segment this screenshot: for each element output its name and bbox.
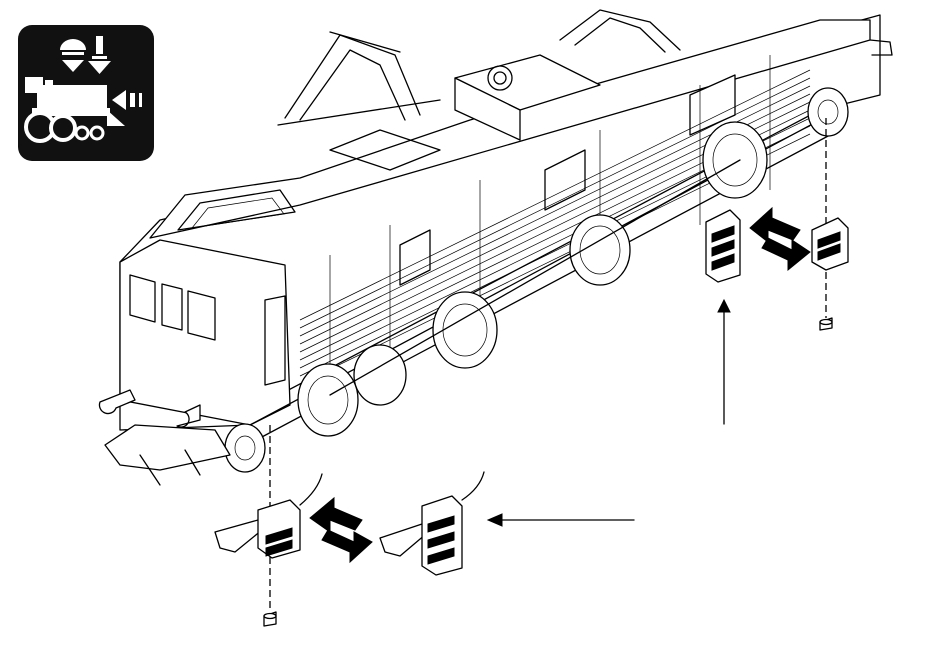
swap-arrows-upper — [750, 208, 810, 270]
pointer-arrow-up — [718, 300, 730, 424]
rear-step-replacement — [706, 210, 740, 282]
swap-arrows-lower — [310, 498, 372, 562]
front-step-replacement — [380, 472, 484, 575]
rear-step-mounted — [812, 118, 848, 330]
pointer-arrow-left — [488, 514, 634, 526]
locomotive-function-icon — [18, 25, 154, 161]
